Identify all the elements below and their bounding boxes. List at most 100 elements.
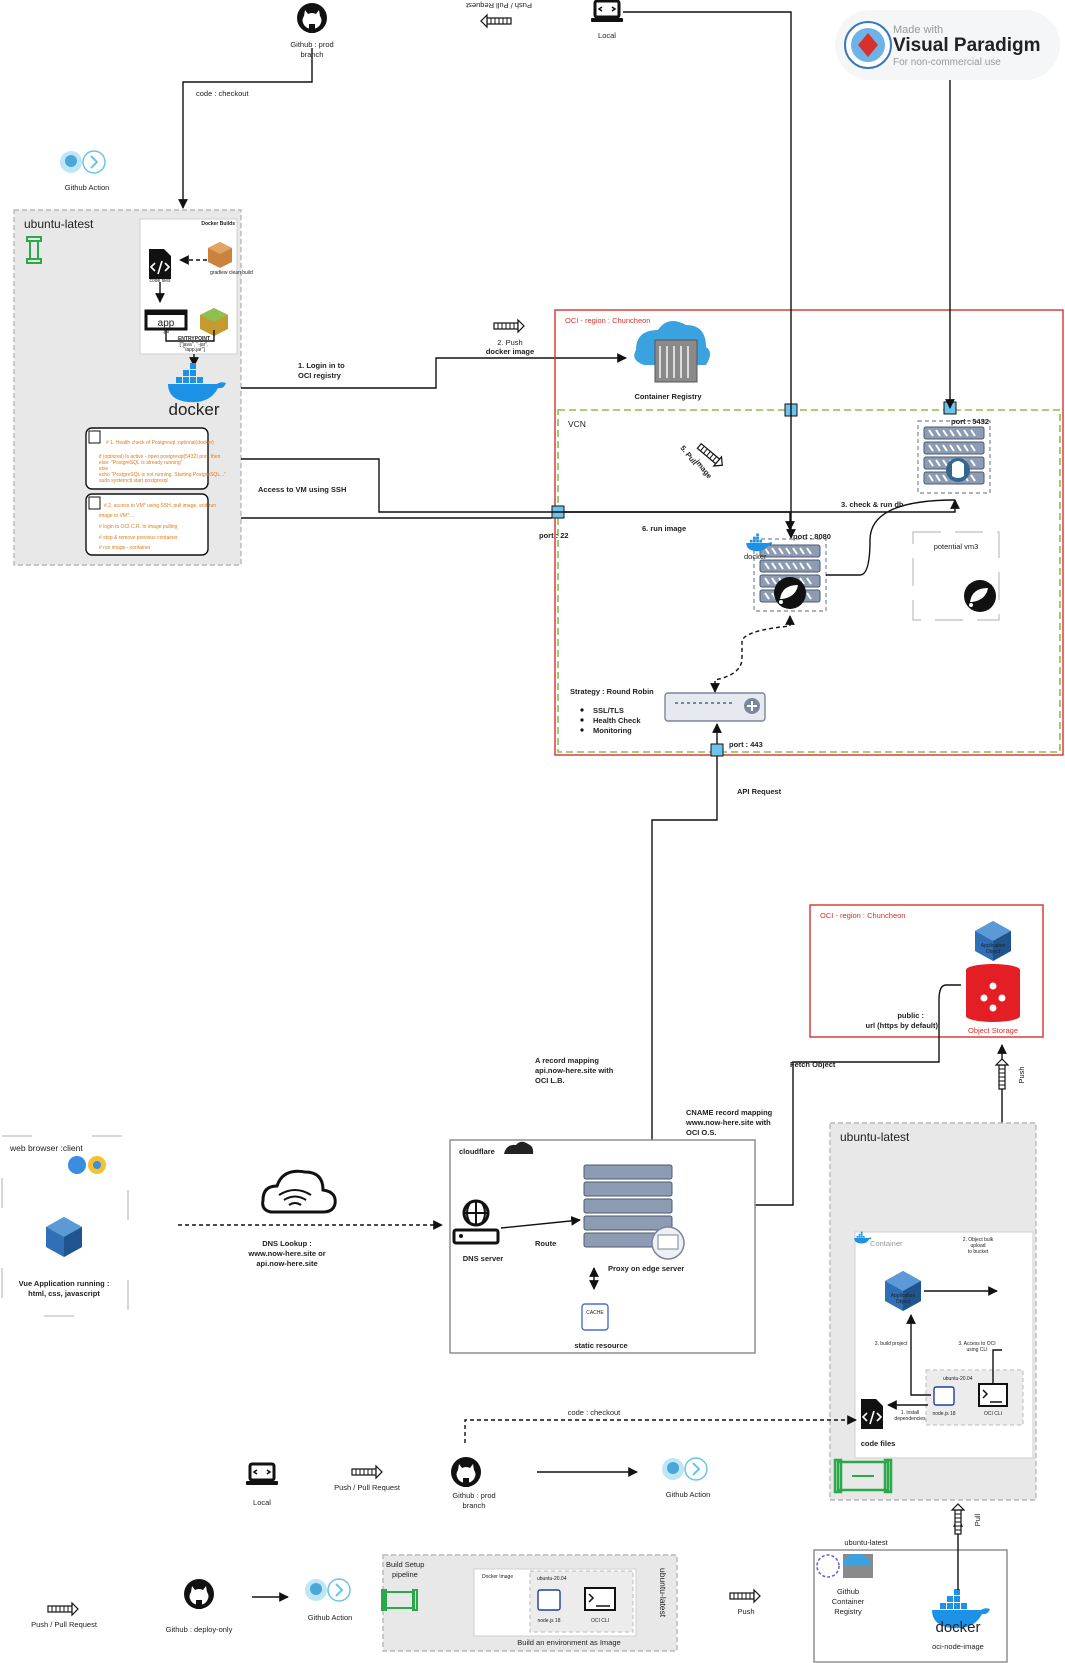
svg-text:Object: Object — [896, 1299, 911, 1305]
svg-text:Application: Application — [981, 943, 1006, 949]
svg-text:Github: Github — [837, 1587, 859, 1596]
svg-text:api.now-here.site: api.now-here.site — [256, 1259, 317, 1268]
watermark-brand: Visual Paradigm — [893, 35, 1041, 56]
svg-text:public :: public : — [897, 1011, 924, 1020]
oci-region-label: OCI - region : Chuncheon — [565, 316, 650, 325]
svg-text:ubuntu-latest: ubuntu-latest — [658, 1568, 668, 1618]
ubuntu-latest-top: ubuntu-latest Docker Builds code files g… — [13, 209, 253, 566]
push-bottom: Push — [729, 1589, 761, 1616]
svg-text:port : 443: port : 443 — [729, 740, 763, 749]
svg-text:Container Registry: Container Registry — [634, 392, 702, 401]
docker-build-title: Docker Builds — [201, 221, 235, 227]
svg-text:port : 22: port : 22 — [539, 531, 569, 540]
svg-text:A record mapping: A record mapping — [535, 1056, 599, 1065]
oci-region-storage: OCI - region : Chuncheon Application Obj… — [809, 904, 1044, 1038]
cloudflare-box: cloudflare DNS server Route Proxy on edg… — [449, 1139, 756, 1354]
ubuntu-env-box: ubuntu-20.04 node.js 18 OCI CLI — [925, 1369, 1024, 1426]
svg-text:else: "PostgreSQL is already r: else: "PostgreSQL is already running" — [99, 460, 183, 466]
build-setup-pipeline: Build Setup pipeline Docker Image ubuntu… — [381, 1554, 678, 1652]
svg-text:OCI O.S.: OCI O.S. — [686, 1128, 716, 1137]
local-top-label: Local — [598, 31, 616, 40]
svg-text:Docker Image: Docker Image — [482, 1574, 513, 1580]
visual-paradigm-watermark: Made with Visual Paradigm For non-commer… — [835, 10, 1060, 80]
runner-icon — [26, 236, 42, 264]
web-browser-client: web browser :client Vue Application runn… — [1, 1135, 129, 1317]
application-object-cube: Application Object — [975, 921, 1011, 961]
svg-text:Monitoring: Monitoring — [593, 726, 632, 735]
svg-text:Github : deploy-only: Github : deploy-only — [166, 1625, 233, 1634]
svg-text:branch: branch — [463, 1501, 486, 1510]
local-bottom: Local — [244, 1462, 280, 1507]
oci-region-compute: OCI - region : Chuncheon Container Regis… — [551, 309, 1064, 757]
runner-icon-pipeline — [381, 1589, 418, 1611]
dns-record-labels: A record mapping api.now-here.site with … — [535, 1056, 773, 1137]
svg-text:2. Push: 2. Push — [497, 338, 522, 347]
svg-text:OCI - region : Chuncheon: OCI - region : Chuncheon — [820, 911, 905, 920]
svg-text:static resource: static resource — [574, 1341, 627, 1350]
edge-dns-lookup: DNS Lookup : www.now-here.site or api.no… — [178, 1169, 443, 1268]
spring-app-server: docker port : 8080 — [744, 532, 831, 612]
svg-text:potential vm3: potential vm3 — [934, 542, 979, 551]
svg-text:OCI CLI: OCI CLI — [984, 1411, 1002, 1417]
svg-text:using CLI: using CLI — [966, 1347, 987, 1353]
svg-text:image: image — [693, 458, 713, 481]
svg-text:html, css, javascript: html, css, javascript — [28, 1289, 100, 1298]
svg-text:["java", "-jar",: ["java", "-jar", — [179, 342, 208, 348]
svg-text:Fetch Object: Fetch Object — [790, 1060, 836, 1069]
object-storage-bucket: Object Storage — [966, 964, 1020, 1035]
svg-text:# 2. access to VM* using SSH,: # 2. access to VM* using SSH, pull image… — [104, 503, 216, 509]
edge-fetch-object: Fetch Object — [685, 984, 961, 1210]
postgres-db-server: port : 5432 — [917, 417, 991, 494]
container-registry-icon: Container Registry — [634, 321, 710, 401]
svg-text:OCI registry: OCI registry — [298, 371, 342, 380]
svg-text:API Request: API Request — [737, 787, 782, 796]
svg-text:Container: Container — [870, 1239, 903, 1248]
svg-text:app: app — [158, 318, 175, 329]
code-files-top: code files — [148, 248, 172, 284]
svg-text:url (https by default): url (https by default) — [866, 1021, 939, 1030]
gradle-box-icon: gradlew clean build — [208, 242, 253, 276]
dns-server-icon: DNS server — [452, 1199, 504, 1263]
svg-text:pipeline: pipeline — [392, 1570, 418, 1579]
script-ssh-deploy: # 2. access to VM* using SSH, pull image… — [85, 493, 216, 556]
svg-text:6. run image: 6. run image — [642, 524, 686, 533]
svg-text:docker image: docker image — [486, 347, 534, 356]
svg-text:dependencies: dependencies — [894, 1416, 926, 1422]
svg-text:Health Check: Health Check — [593, 716, 641, 725]
svg-text:Push / Pull Request: Push / Pull Request — [334, 1483, 401, 1492]
svg-text:VCN: VCN — [568, 419, 586, 429]
svg-text:ubuntu-latest: ubuntu-latest — [840, 1130, 910, 1144]
github-action-bottom: Github Action — [661, 1457, 711, 1499]
edge-proxy-server: Proxy on edge server — [583, 1164, 685, 1273]
pull-image-icon: 5. Pull image — [678, 440, 727, 481]
svg-text:3. check & run db: 3. check & run db — [841, 500, 904, 509]
svg-text:OCI L.B.: OCI L.B. — [535, 1076, 565, 1085]
svg-text:Proxy on edge server: Proxy on edge server — [608, 1264, 684, 1273]
watermark-line1: Made with — [893, 24, 943, 36]
github-container-registry: ubuntu-latest Github Container Registry … — [813, 1538, 1008, 1663]
edge-login-push-registry: 1. Login in to OCI registry 2. Push dock… — [241, 319, 627, 389]
svg-text:1. Login in to: 1. Login in to — [298, 361, 345, 370]
svg-text:docker: docker — [744, 552, 767, 561]
edges-oci: 5. Pull image Access to VM using SSH 3. … — [241, 11, 960, 1165]
svg-text:Push: Push — [1017, 1066, 1026, 1083]
svg-text:DNS server: DNS server — [463, 1254, 504, 1263]
svg-text:upload: upload — [970, 1243, 985, 1249]
svg-text:docker: docker — [935, 1619, 980, 1636]
vcn-container: VCN — [557, 409, 1061, 753]
github-action-top-label: Github Action — [65, 183, 110, 192]
svg-text:node.js 18: node.js 18 — [932, 1411, 955, 1417]
svg-text:Github Action: Github Action — [666, 1490, 711, 1499]
svg-text:Strategy : Round Robin: Strategy : Round Robin — [570, 687, 654, 696]
runner-icon-bottom — [833, 1458, 893, 1494]
ubuntu-latest-bottom: ubuntu-latest Container 2. Object bulk u… — [829, 1122, 1037, 1501]
code-checkout-top-label: code : checkout — [196, 89, 249, 98]
svg-text:ubuntu-20.04: ubuntu-20.04 — [537, 1576, 567, 1582]
github-prod-label-1: Github : prod — [290, 40, 333, 49]
svg-text:Github Action: Github Action — [308, 1613, 353, 1622]
svg-text:else: else — [99, 466, 108, 472]
svg-text:Build Setup: Build Setup — [386, 1560, 424, 1569]
cache-icon: CACHE static resource — [574, 1303, 628, 1350]
svg-text:# stop & remove previous conta: # stop & remove previous container — [99, 535, 178, 541]
push-pull-bottom: Push / Pull Request — [334, 1465, 401, 1492]
